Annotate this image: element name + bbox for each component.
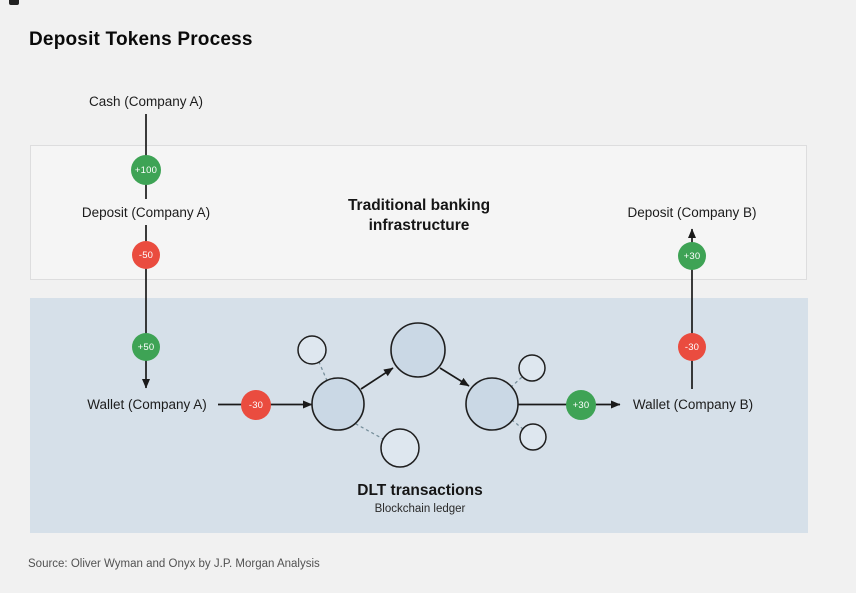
badge-plus-100: +100 bbox=[131, 155, 161, 185]
ledger-subnode bbox=[518, 354, 546, 382]
ledger-node-top bbox=[390, 322, 446, 378]
traditional-banking-title: Traditional banking infrastructure bbox=[347, 197, 491, 234]
peer-link-dotted bbox=[318, 361, 329, 384]
ledger-node-right bbox=[465, 377, 519, 431]
ledger-subnode bbox=[297, 335, 327, 365]
badge-plus-30-deposit-b: +30 bbox=[678, 242, 706, 270]
peer-link-dotted bbox=[510, 376, 523, 388]
badge-minus-50: -50 bbox=[132, 241, 160, 269]
node1-to-top-node-arrow bbox=[360, 367, 394, 390]
peer-link-dotted bbox=[355, 423, 386, 441]
ledger-subnode bbox=[380, 428, 420, 468]
badge-minus-30-left: -30 bbox=[241, 390, 271, 420]
peer-link-dotted bbox=[511, 419, 524, 430]
top-node-to-node2-arrow bbox=[439, 367, 470, 387]
badge-plus-30-right: +30 bbox=[566, 390, 596, 420]
source-note: Source: Oliver Wyman and Onyx by J.P. Mo… bbox=[28, 558, 320, 570]
ledger-subnode bbox=[519, 423, 547, 451]
page-title: Deposit Tokens Process bbox=[29, 29, 253, 50]
label-wallet-company-a: Wallet (Company A) bbox=[87, 397, 207, 412]
clipped-corner-mark bbox=[9, 0, 19, 5]
dlt-transactions-title: DLT transactions bbox=[357, 482, 483, 499]
label-cash-company-a: Cash (Company A) bbox=[88, 94, 204, 109]
badge-plus-50: +50 bbox=[132, 333, 160, 361]
label-wallet-company-b: Wallet (Company B) bbox=[632, 397, 754, 412]
badge-minus-30-wallet-b: -30 bbox=[678, 333, 706, 361]
ledger-node-left bbox=[311, 377, 365, 431]
label-deposit-company-b: Deposit (Company B) bbox=[627, 205, 757, 220]
label-deposit-company-a: Deposit (Company A) bbox=[81, 205, 211, 220]
blockchain-ledger-subtitle: Blockchain ledger bbox=[374, 503, 466, 515]
